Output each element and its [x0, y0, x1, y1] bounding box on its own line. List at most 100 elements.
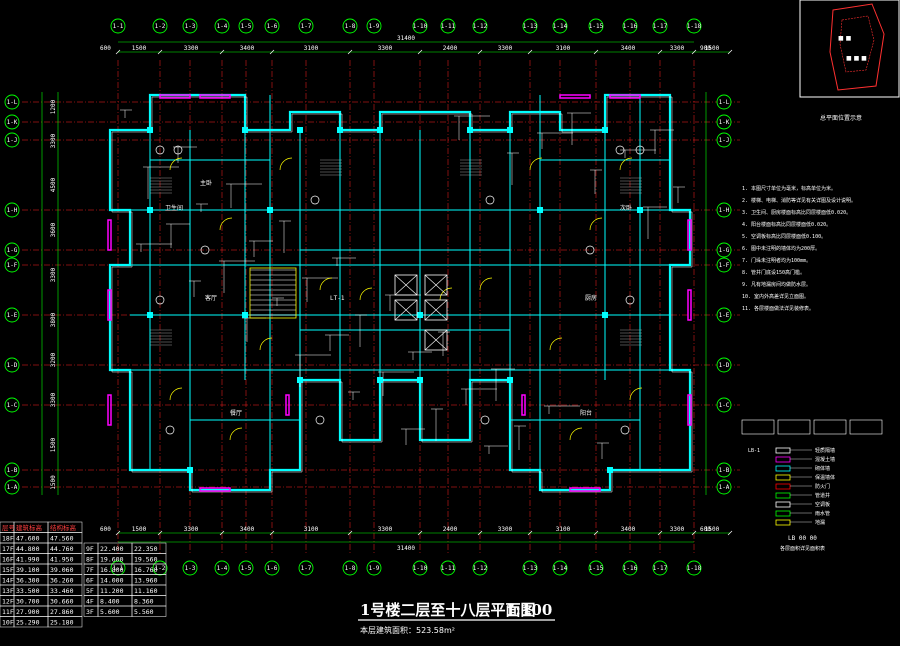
axis-bubble-label: 1-2 — [155, 23, 166, 30]
axis-bubble-label: 1-C — [719, 402, 730, 409]
axis-bubble-label: 1-F — [719, 262, 730, 269]
table-cell: 3F — [86, 608, 94, 616]
wall-outline — [108, 93, 693, 493]
table-cell: 8.400 — [100, 598, 120, 606]
dimension-label: 3300 — [498, 45, 513, 52]
table-cell: 41.950 — [50, 556, 74, 564]
column — [187, 467, 193, 473]
legend-swatch — [775, 447, 791, 454]
room-label: LT-1 — [330, 295, 345, 302]
svg-text:■ ■ ■: ■ ■ ■ — [846, 55, 867, 62]
axis-bubble-label: 1-9 — [369, 565, 380, 572]
column — [242, 127, 248, 133]
axis-bubble: 1-J — [716, 132, 732, 148]
dimension-label: 3300 — [670, 526, 685, 533]
axis-bubble: 1-9 — [366, 18, 382, 34]
table-cell: 6F — [86, 577, 94, 585]
axis-bubble-label: 1-14 — [553, 23, 568, 30]
sanitary-fixture — [635, 145, 645, 155]
svg-text:■ ■: ■ ■ — [838, 35, 852, 42]
room-label: 卫生间 — [165, 204, 183, 212]
legend-desc: 混凝土墙 — [815, 456, 835, 463]
axis-bubble: 1-F — [4, 257, 20, 273]
legend-swatch — [775, 519, 791, 526]
table-cell: 10F — [2, 619, 14, 627]
axis-bubble: 1-18 — [686, 560, 702, 576]
sanitary-fixture — [155, 295, 165, 305]
axis-bubble-label: 1-K — [719, 119, 730, 126]
table-cell: 11F — [2, 608, 14, 616]
drawing-title: 1号楼二层至十八层平面图 — [360, 601, 535, 619]
legend-swatch — [775, 474, 791, 481]
table-cell: 41.990 — [16, 556, 40, 564]
dimension-label: 3400 — [240, 526, 255, 533]
note-line: 9. 凡有地漏房间均做防水层。 — [742, 281, 811, 288]
total-width-bottom: 31400 — [397, 545, 415, 552]
table-cell: 15F — [2, 566, 14, 574]
dimension-label: 1500 — [705, 526, 720, 533]
note-line: 1. 本图尺寸单位为毫米，标高单位为米。 — [742, 185, 836, 192]
axis-bubble: 1-16 — [622, 560, 638, 576]
legend-desc: 砌体墙 — [815, 465, 830, 472]
column — [147, 312, 153, 318]
axis-bubble-label: 1-H — [719, 207, 730, 214]
dimension-label: 3600 — [50, 222, 57, 237]
window — [199, 487, 231, 492]
axis-bubble-label: 1-17 — [653, 23, 668, 30]
legend-row: 砌体墙 — [775, 465, 830, 472]
column — [242, 312, 248, 318]
legend-label: LB-1 — [748, 448, 760, 454]
key-plan-label: 总平面位置示意 — [820, 114, 862, 122]
note-line: 7. 门垛未注明者均为100mm。 — [742, 257, 811, 264]
table-cell: 8.360 — [134, 598, 154, 606]
axis-bubble-label: 1-15 — [589, 23, 604, 30]
dimension-label: 3100 — [304, 526, 319, 533]
spec-box — [849, 419, 883, 435]
sanitary-fixture — [485, 195, 495, 205]
axis-bubble-label: 1-L — [7, 99, 18, 106]
floor-hatch — [620, 329, 642, 346]
axis-bubble-label: 1-9 — [369, 23, 380, 30]
key-plan: ■ ■ ■ ■ ■ 总平面位置示意 — [799, 0, 900, 122]
axis-bubble: 1-4 — [214, 18, 230, 34]
dimension-label: 3100 — [556, 526, 571, 533]
elevator — [424, 274, 448, 296]
spec-box — [813, 419, 847, 435]
elevator — [424, 329, 448, 351]
spec-box — [777, 419, 811, 435]
dimension-label: 3300 — [378, 45, 393, 52]
legend-desc: 雨水管 — [815, 510, 830, 517]
axis-bubble-label: 1-16 — [623, 23, 638, 30]
sanitary-fixture — [480, 415, 490, 425]
window — [521, 394, 526, 416]
door-swing — [619, 157, 633, 171]
axis-bubble-label: 1-G — [7, 247, 18, 254]
table-cell: 9F — [86, 545, 94, 553]
door-swing — [359, 287, 373, 301]
table-cell: 11.200 — [100, 587, 124, 595]
axis-bubble-label: 1-K — [7, 119, 18, 126]
axis-bubble-label: 1-A — [7, 484, 18, 491]
door-swing — [529, 157, 543, 171]
legend-row: 地漏 — [775, 519, 825, 526]
axis-bubble: 1-15 — [588, 560, 604, 576]
legend-swatch — [775, 492, 791, 499]
axis-bubble: 1-17 — [652, 560, 668, 576]
sanitary-fixture — [310, 195, 320, 205]
design-notes: 1. 本图尺寸单位为毫米，标高单位为米。2. 楼梯、电梯、消防等详见有关详图及设… — [741, 185, 883, 435]
legend-desc: 保温墙体 — [815, 474, 835, 481]
axis-bubble: 1-A — [4, 479, 20, 495]
legend-desc: 空调板 — [815, 501, 830, 508]
table-cell: 19.560 — [134, 556, 158, 564]
axis-bubble: 1-D — [716, 357, 732, 373]
door-swing — [169, 157, 183, 171]
window — [199, 94, 231, 99]
column — [377, 127, 383, 133]
window — [159, 94, 191, 99]
column — [537, 207, 543, 213]
table-cell: 16F — [2, 556, 14, 564]
fixtures: LT-1主卧客厅厨房卫生间次卧餐厅阳台 — [107, 94, 692, 492]
table-cell: 18F — [2, 535, 14, 543]
